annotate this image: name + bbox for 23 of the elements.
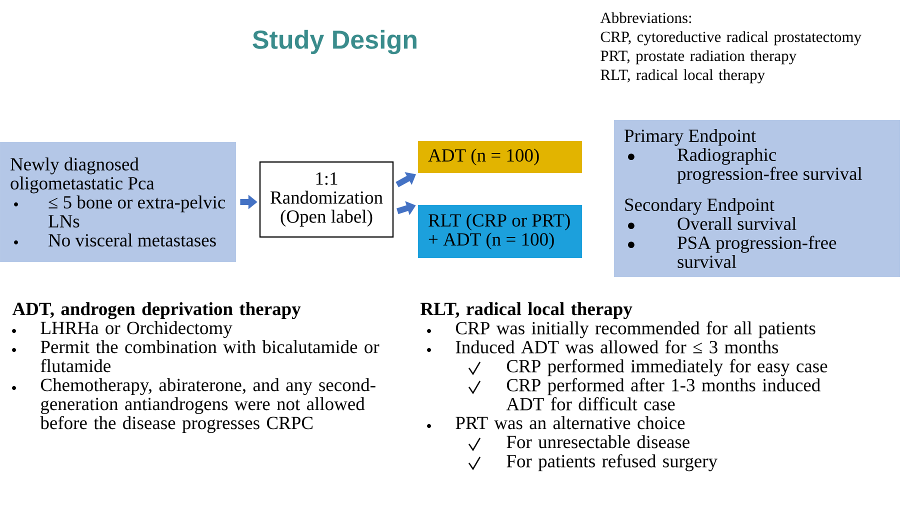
- bullet-text: Chemotherapy, abiraterone, and any second-generation antiandrogens were not allowed before the disease progresses CRPC: [40, 378, 376, 434]
- endpoint-box: Primary Endpoint Radiographic progression-free survival Secondary Endpoint Overall survival PSA progression-free survival: [614, 120, 900, 277]
- title: Study Design: [252, 30, 416, 54]
- bullet-text: LHRHa or Orchidectomy: [40, 321, 232, 338]
- abbreviation-text: CRP, cytoreductive radical prostatectomy: [600, 31, 862, 46]
- section-heading: ADT, androgen deprivation therapy: [12, 302, 301, 320]
- abbreviation-text: RLT, radical local therapy: [600, 69, 765, 84]
- bullet-text: Induced ADT was allowed for ≤ 3 months: [456, 340, 778, 354]
- abbreviation-text: PRT, prostate radiation therapy: [600, 50, 796, 64]
- arm-box: ADT (n = 100): [418, 141, 582, 173]
- abbreviation-heading: Abbreviations:: [600, 12, 692, 24]
- bullet-text: Permit the combination with bicalutamide or flutamide: [40, 340, 380, 372]
- bullet-text: For unresectable disease: [506, 435, 690, 448]
- bullet-text: CRP performed after 1-3 months induced ADT for difficult case: [506, 378, 820, 410]
- bullet-text: PRT was an alternative choice: [456, 416, 685, 430]
- section-heading: RLT, radical local therapy: [420, 302, 632, 320]
- randomization-box: 1:1 Randomization (Open label): [259, 161, 394, 238]
- block-arrow: [396, 172, 416, 188]
- arm-box: RLT (CRP or PRT) + ADT (n = 100): [418, 205, 582, 258]
- bullet-text: CRP performed immediately for easy case: [506, 359, 828, 376]
- bullet-text: CRP was initially recommended for all patients: [456, 321, 816, 338]
- bullet-text: For patients refused surgery: [506, 454, 718, 472]
- eligibility-box: Newly diagnosed oligometastatic Pca ≤ 5 bone or extra-pelvic LNs No visceral metastases: [0, 142, 236, 262]
